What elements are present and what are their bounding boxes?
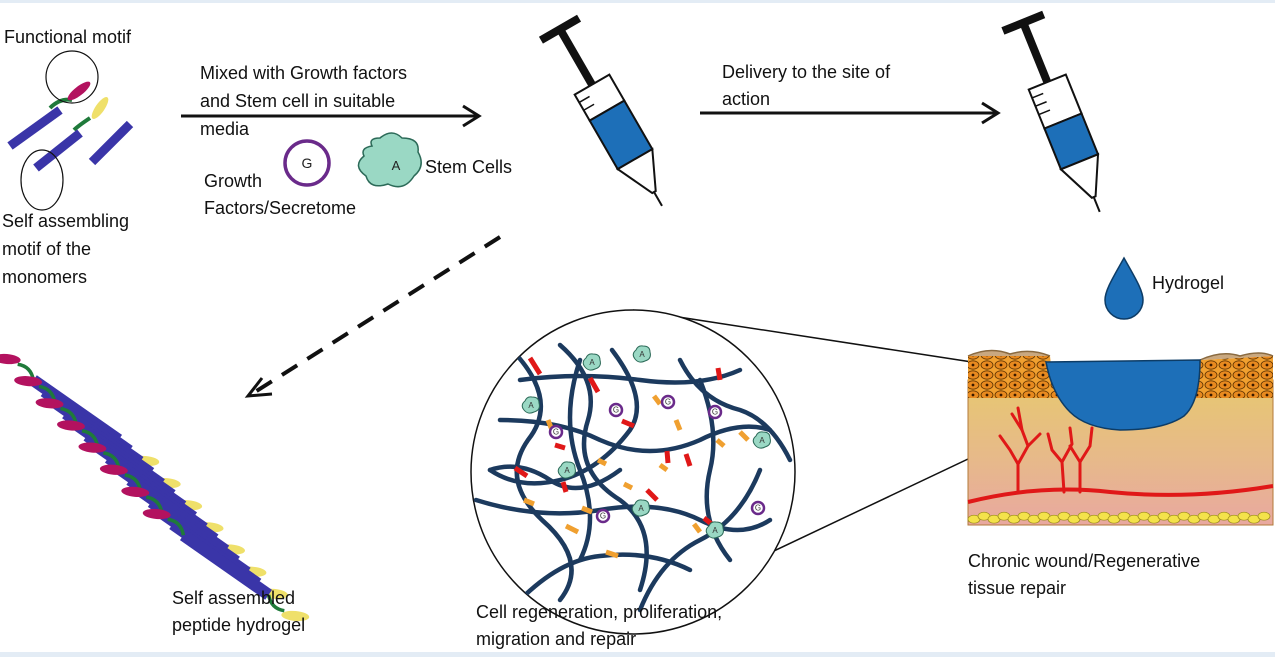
- monomer-bar: [88, 120, 134, 166]
- growth-factor-ring: [608, 402, 624, 418]
- growth-factor-ring-letter: G: [613, 406, 619, 415]
- stem-cells-label: Stem Cells: [425, 157, 513, 177]
- network-stem-cell: [632, 345, 651, 363]
- self-assembling-label-line3: monomers: [2, 267, 88, 287]
- delivery-arrow: [700, 101, 1001, 125]
- network-growth-factors: G G G G G G: [548, 394, 766, 524]
- network-stem-cell-letter: A: [528, 401, 534, 410]
- chronic-wound-label-line1: Chronic wound/Regenerative: [968, 551, 1201, 571]
- delivery-label-line2: action: [722, 89, 771, 109]
- self-assembling-circle: [20, 149, 64, 211]
- growth-factor-ring: [750, 500, 766, 516]
- network-stem-cell: [705, 521, 724, 539]
- network-stem-cell-letter: A: [589, 358, 595, 367]
- fiber-network: G G G G G G A A A A A A A: [473, 342, 793, 613]
- skin-cross-section: [967, 349, 1274, 526]
- stem-cell-letter: A: [392, 158, 401, 173]
- delivery-label-line1: Delivery to the site of: [722, 62, 891, 82]
- functional-motif-circle: [45, 50, 99, 104]
- syringe-icon: [538, 14, 663, 207]
- self-assembled-label-line2: peptide hydrogel: [172, 615, 306, 635]
- growth-factor-icon: [283, 139, 331, 187]
- growth-factor-ring: [660, 394, 676, 410]
- network-stem-cell-letter: A: [639, 350, 645, 359]
- stem-cell-icon: [357, 132, 422, 188]
- peptide-stack: [0, 353, 310, 622]
- linker: [72, 116, 92, 132]
- self-assembling-label-line1: Self assembling: [2, 211, 130, 231]
- growth-factor-ring: [548, 424, 564, 440]
- network-stem-cell-letter: A: [712, 526, 718, 535]
- network-circle: [470, 309, 796, 635]
- growth-factor-ring-letter: G: [712, 408, 718, 417]
- network-stem-cell: [582, 353, 601, 371]
- peptide-unit: [142, 508, 310, 622]
- network-stem-cell-letter: A: [638, 504, 644, 513]
- cell-regeneration-label-line1: Cell regeneration, proliferation,: [476, 602, 723, 622]
- network-stem-cell: [752, 431, 771, 449]
- top-border: [0, 0, 1275, 3]
- network-stem-cell: [631, 499, 650, 517]
- mix-arrow: [181, 104, 482, 128]
- mixed-label-line1: Mixed with Growth factors: [200, 63, 408, 83]
- self-assembling-label-line2: motif of the: [2, 239, 92, 259]
- growth-factor-ring-letter: G: [755, 504, 761, 513]
- self-assembly-motif-shape: [91, 97, 109, 119]
- monomer-bar: [33, 129, 83, 172]
- hydrogel-drop-icon: [1104, 256, 1144, 320]
- growth-factor-letter: G: [302, 155, 313, 171]
- monomer-bar: [7, 106, 63, 150]
- chronic-wound-label-line2: tissue repair: [968, 578, 1067, 598]
- growth-factor-label-line1: Growth: [204, 171, 263, 191]
- network-stem-cell-letter: A: [759, 436, 765, 445]
- fat-cells: [967, 511, 1271, 524]
- growth-factor-label-line2: Factors/Secretome: [204, 198, 357, 218]
- monomer-group: [7, 50, 134, 211]
- self-assembled-label-line1: Self assembled: [172, 588, 296, 608]
- mixed-label-line3: media: [200, 119, 250, 139]
- dashed-arrow: [244, 235, 502, 398]
- growth-factor-ring-letter: G: [600, 512, 606, 521]
- growth-factor-ring: [595, 508, 611, 524]
- functional-motif-label: Functional motif: [4, 27, 132, 47]
- functional-motif-shape: [67, 81, 91, 101]
- network-stem-cells: A A A A A A A: [521, 345, 771, 539]
- bottom-border: [0, 652, 1275, 657]
- syringe-icon: [1001, 10, 1101, 213]
- wound-hydrogel: [1045, 359, 1201, 431]
- network-stem-cell: [521, 396, 540, 414]
- growth-factor-ring: [707, 404, 723, 420]
- network-stem-cell: [557, 461, 576, 479]
- mixed-label-line2: and Stem cell in suitable: [200, 91, 396, 111]
- cell-regeneration-label-line2: migration and repair: [476, 629, 637, 649]
- growth-factor-ring-letter: G: [553, 428, 559, 437]
- network-stem-cell-letter: A: [564, 466, 570, 475]
- hydrogel-label: Hydrogel: [1152, 273, 1225, 293]
- growth-factor-ring-letter: G: [665, 398, 671, 407]
